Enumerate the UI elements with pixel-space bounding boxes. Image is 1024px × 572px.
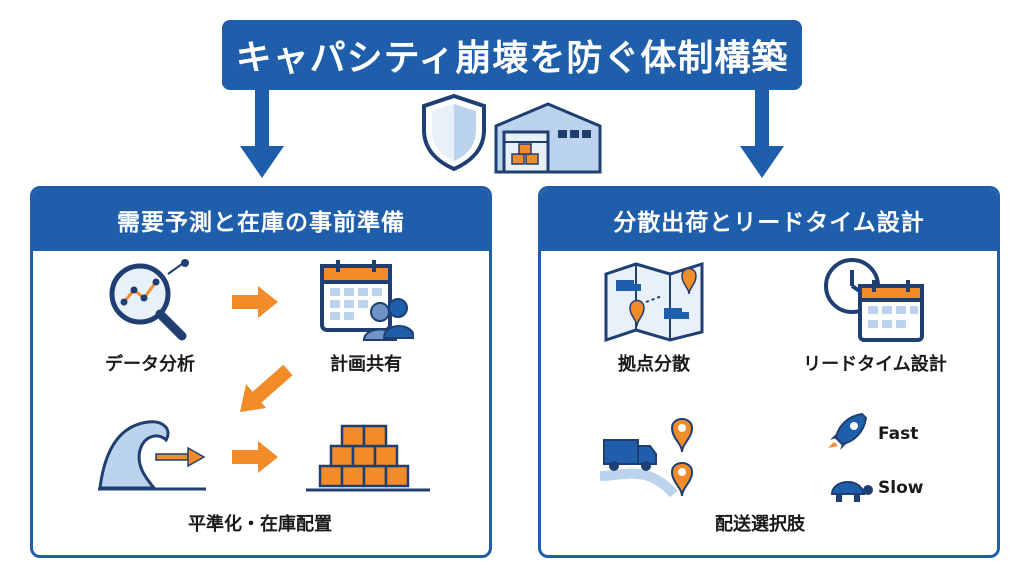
turtle-icon <box>830 481 873 502</box>
right-panel-header: 分散出荷とリードタイム設計 <box>541 189 997 251</box>
shield-icon <box>422 93 486 172</box>
clock-calendar-icon <box>824 258 924 342</box>
map-truck-icon <box>604 261 704 342</box>
left-panel-header: 需要予測と在庫の事前準備 <box>33 189 489 251</box>
boxes-icon <box>306 424 430 492</box>
truck-pins-icon <box>599 418 694 498</box>
step-lead-time-design: リードタイム設計 <box>803 354 947 375</box>
right-panel: 分散出荷とリードタイム設計 <box>538 186 1000 558</box>
calendar-team-icon <box>320 260 414 341</box>
step-hub-distribution: 拠点分散 <box>618 354 690 375</box>
step-data-analysis: データ分析 <box>105 354 195 375</box>
main-title: キャパシティ崩壊を防ぐ体制構築 <box>222 20 802 90</box>
magnifier-chart-icon <box>109 259 189 341</box>
step-delivery-options: 配送選択肢 <box>715 514 805 535</box>
step-leveling-inventory: 平準化・在庫配置 <box>188 514 332 535</box>
left-panel: 需要予測と在庫の事前準備 <box>30 186 492 558</box>
title-connector-arrows <box>222 71 802 178</box>
rocket-icon <box>828 412 868 450</box>
option-fast: Fast <box>878 424 919 444</box>
wave-icon <box>98 420 206 491</box>
step-plan-sharing: 計画共有 <box>330 354 402 375</box>
warehouse-icon <box>494 102 602 174</box>
option-slow: Slow <box>878 478 924 498</box>
